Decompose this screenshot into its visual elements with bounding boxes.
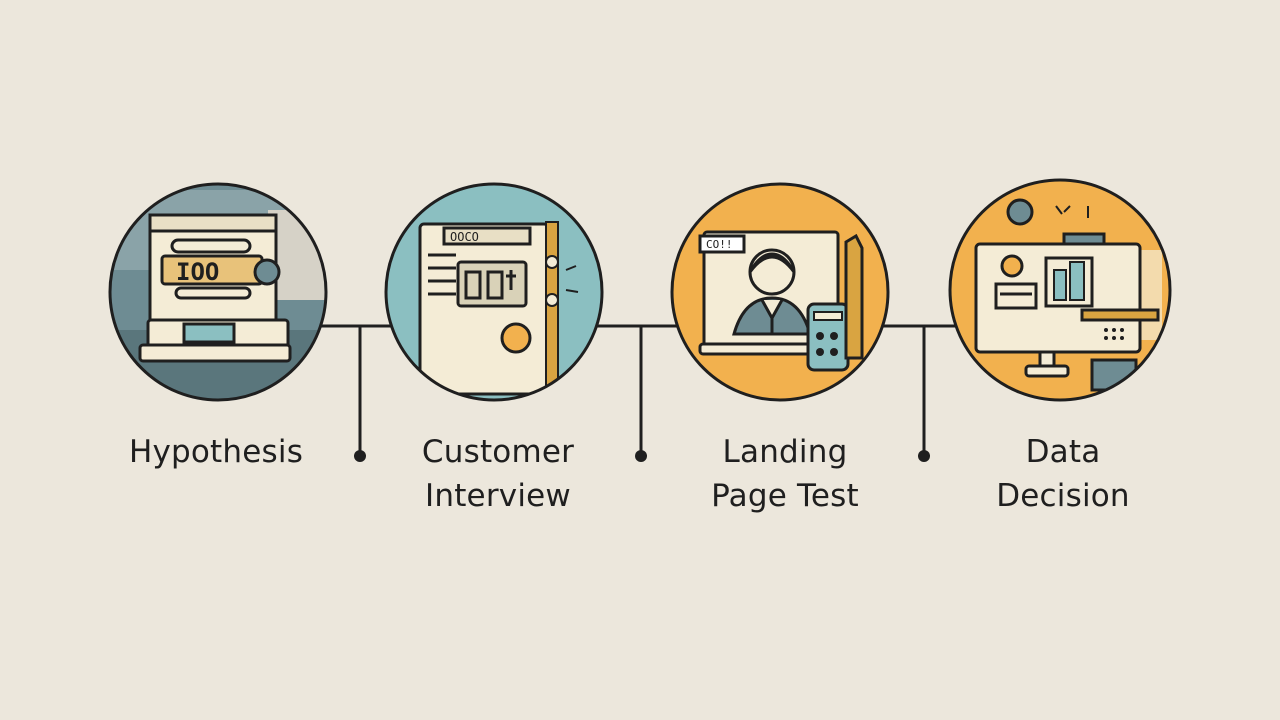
label-line: Customer	[421, 434, 575, 470]
step-customer-interview: OOCO	[384, 182, 604, 402]
document-with-pen-icon: OOCO	[418, 221, 579, 396]
step-landing-page-test: CO!!	[670, 182, 890, 402]
label-line: Page Test	[711, 478, 859, 514]
step-dots	[354, 450, 930, 462]
step-hypothesis: IOO	[108, 182, 328, 402]
step-data-decision	[948, 178, 1172, 402]
label-line: Interview	[425, 478, 571, 514]
screen-text-1: IOO	[176, 258, 219, 286]
label-line: Data	[1025, 434, 1101, 470]
label-line: Decision	[996, 478, 1130, 514]
label-line: Landing	[722, 434, 848, 470]
connector-dot-1	[354, 450, 366, 462]
step-label-landing-page-test: Landing Page Test	[665, 430, 905, 518]
step-label-customer-interview: Customer Interview	[378, 430, 618, 518]
connector-dot-3	[918, 450, 930, 462]
step-connectors	[358, 326, 926, 455]
connector-dot-2	[635, 450, 647, 462]
step-label-hypothesis: Hypothesis	[96, 430, 336, 474]
landing-page-person-icon: CO!!	[698, 230, 864, 372]
step-label-data-decision: Data Decision	[943, 430, 1183, 518]
screen-text-3: CO!!	[706, 238, 733, 251]
label-line: Hypothesis	[128, 434, 304, 470]
screen-text-2: OOCO	[450, 230, 479, 244]
